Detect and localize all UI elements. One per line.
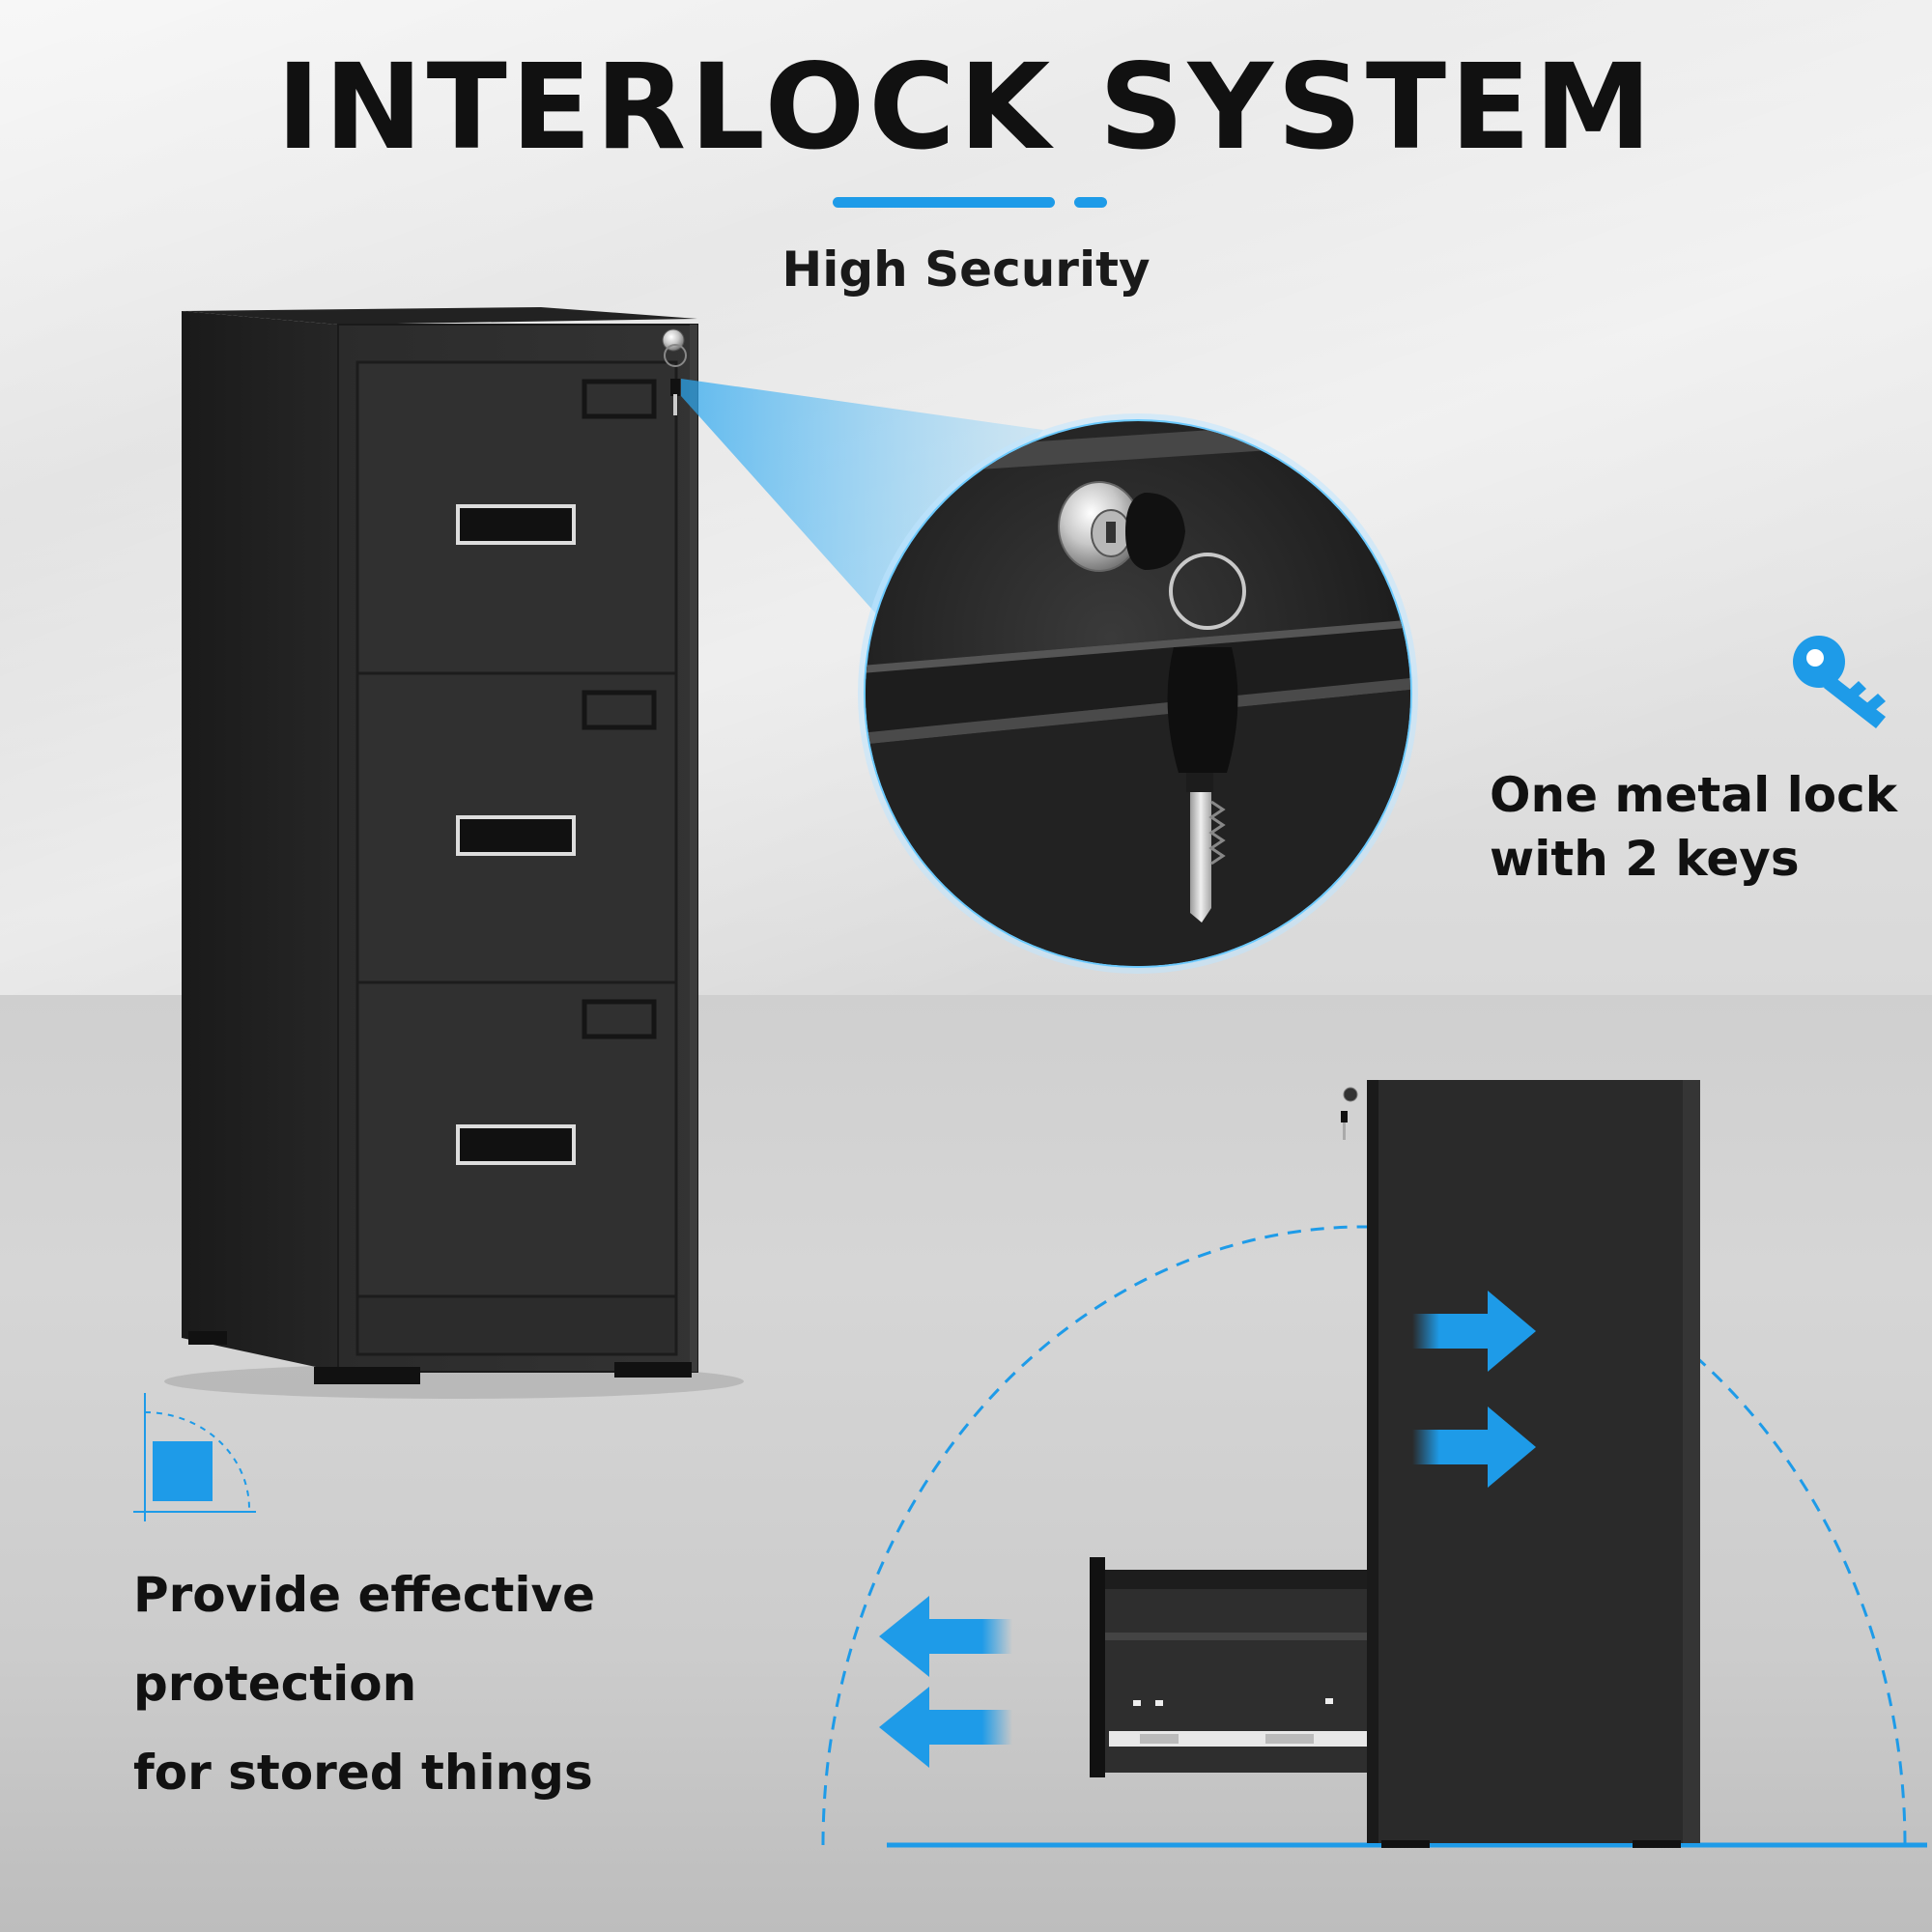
lock-feature-text: One metal lock with 2 keys xyxy=(1490,763,1897,891)
side-cabinet xyxy=(1341,1080,1700,1848)
lock-feature-line-1: One metal lock xyxy=(1490,767,1897,823)
protection-line-2: protection xyxy=(133,1656,417,1712)
push-right-arrow-icon-2 xyxy=(1412,1406,1536,1488)
open-drawer xyxy=(1090,1557,1367,1777)
zoom-beam xyxy=(681,379,1043,628)
lock-feature-line-2: with 2 keys xyxy=(1490,831,1800,887)
lock-cylinder-icon xyxy=(1058,481,1141,572)
title-underline xyxy=(833,197,1055,208)
cabinet-lock-icon xyxy=(662,328,687,415)
interlock-arc xyxy=(821,1225,1907,1846)
pull-left-arrow-icon xyxy=(879,1596,1012,1677)
file-cabinet xyxy=(182,307,698,1384)
page-subtitle: High Security xyxy=(781,242,1151,298)
protection-line-1: Provide effective xyxy=(133,1567,596,1623)
lock-closeup xyxy=(858,413,1418,974)
drawer-middle xyxy=(355,671,678,984)
side-lock-icon xyxy=(1341,1087,1358,1140)
pull-left-arrow-icon-2 xyxy=(879,1687,1012,1768)
key-icon xyxy=(1793,636,1886,728)
hanging-key-icon xyxy=(1167,647,1238,923)
title-underline-dot xyxy=(1074,197,1107,208)
push-right-arrow-icon xyxy=(1412,1291,1536,1372)
drawer-top xyxy=(355,360,678,675)
page-title: INTERLOCK SYSTEM xyxy=(276,39,1656,176)
protection-feature-text: Provide effective protection for stored … xyxy=(133,1550,595,1817)
protection-square-icon xyxy=(133,1393,256,1521)
protection-line-3: for stored things xyxy=(133,1745,593,1801)
drawer-bottom xyxy=(355,980,678,1298)
